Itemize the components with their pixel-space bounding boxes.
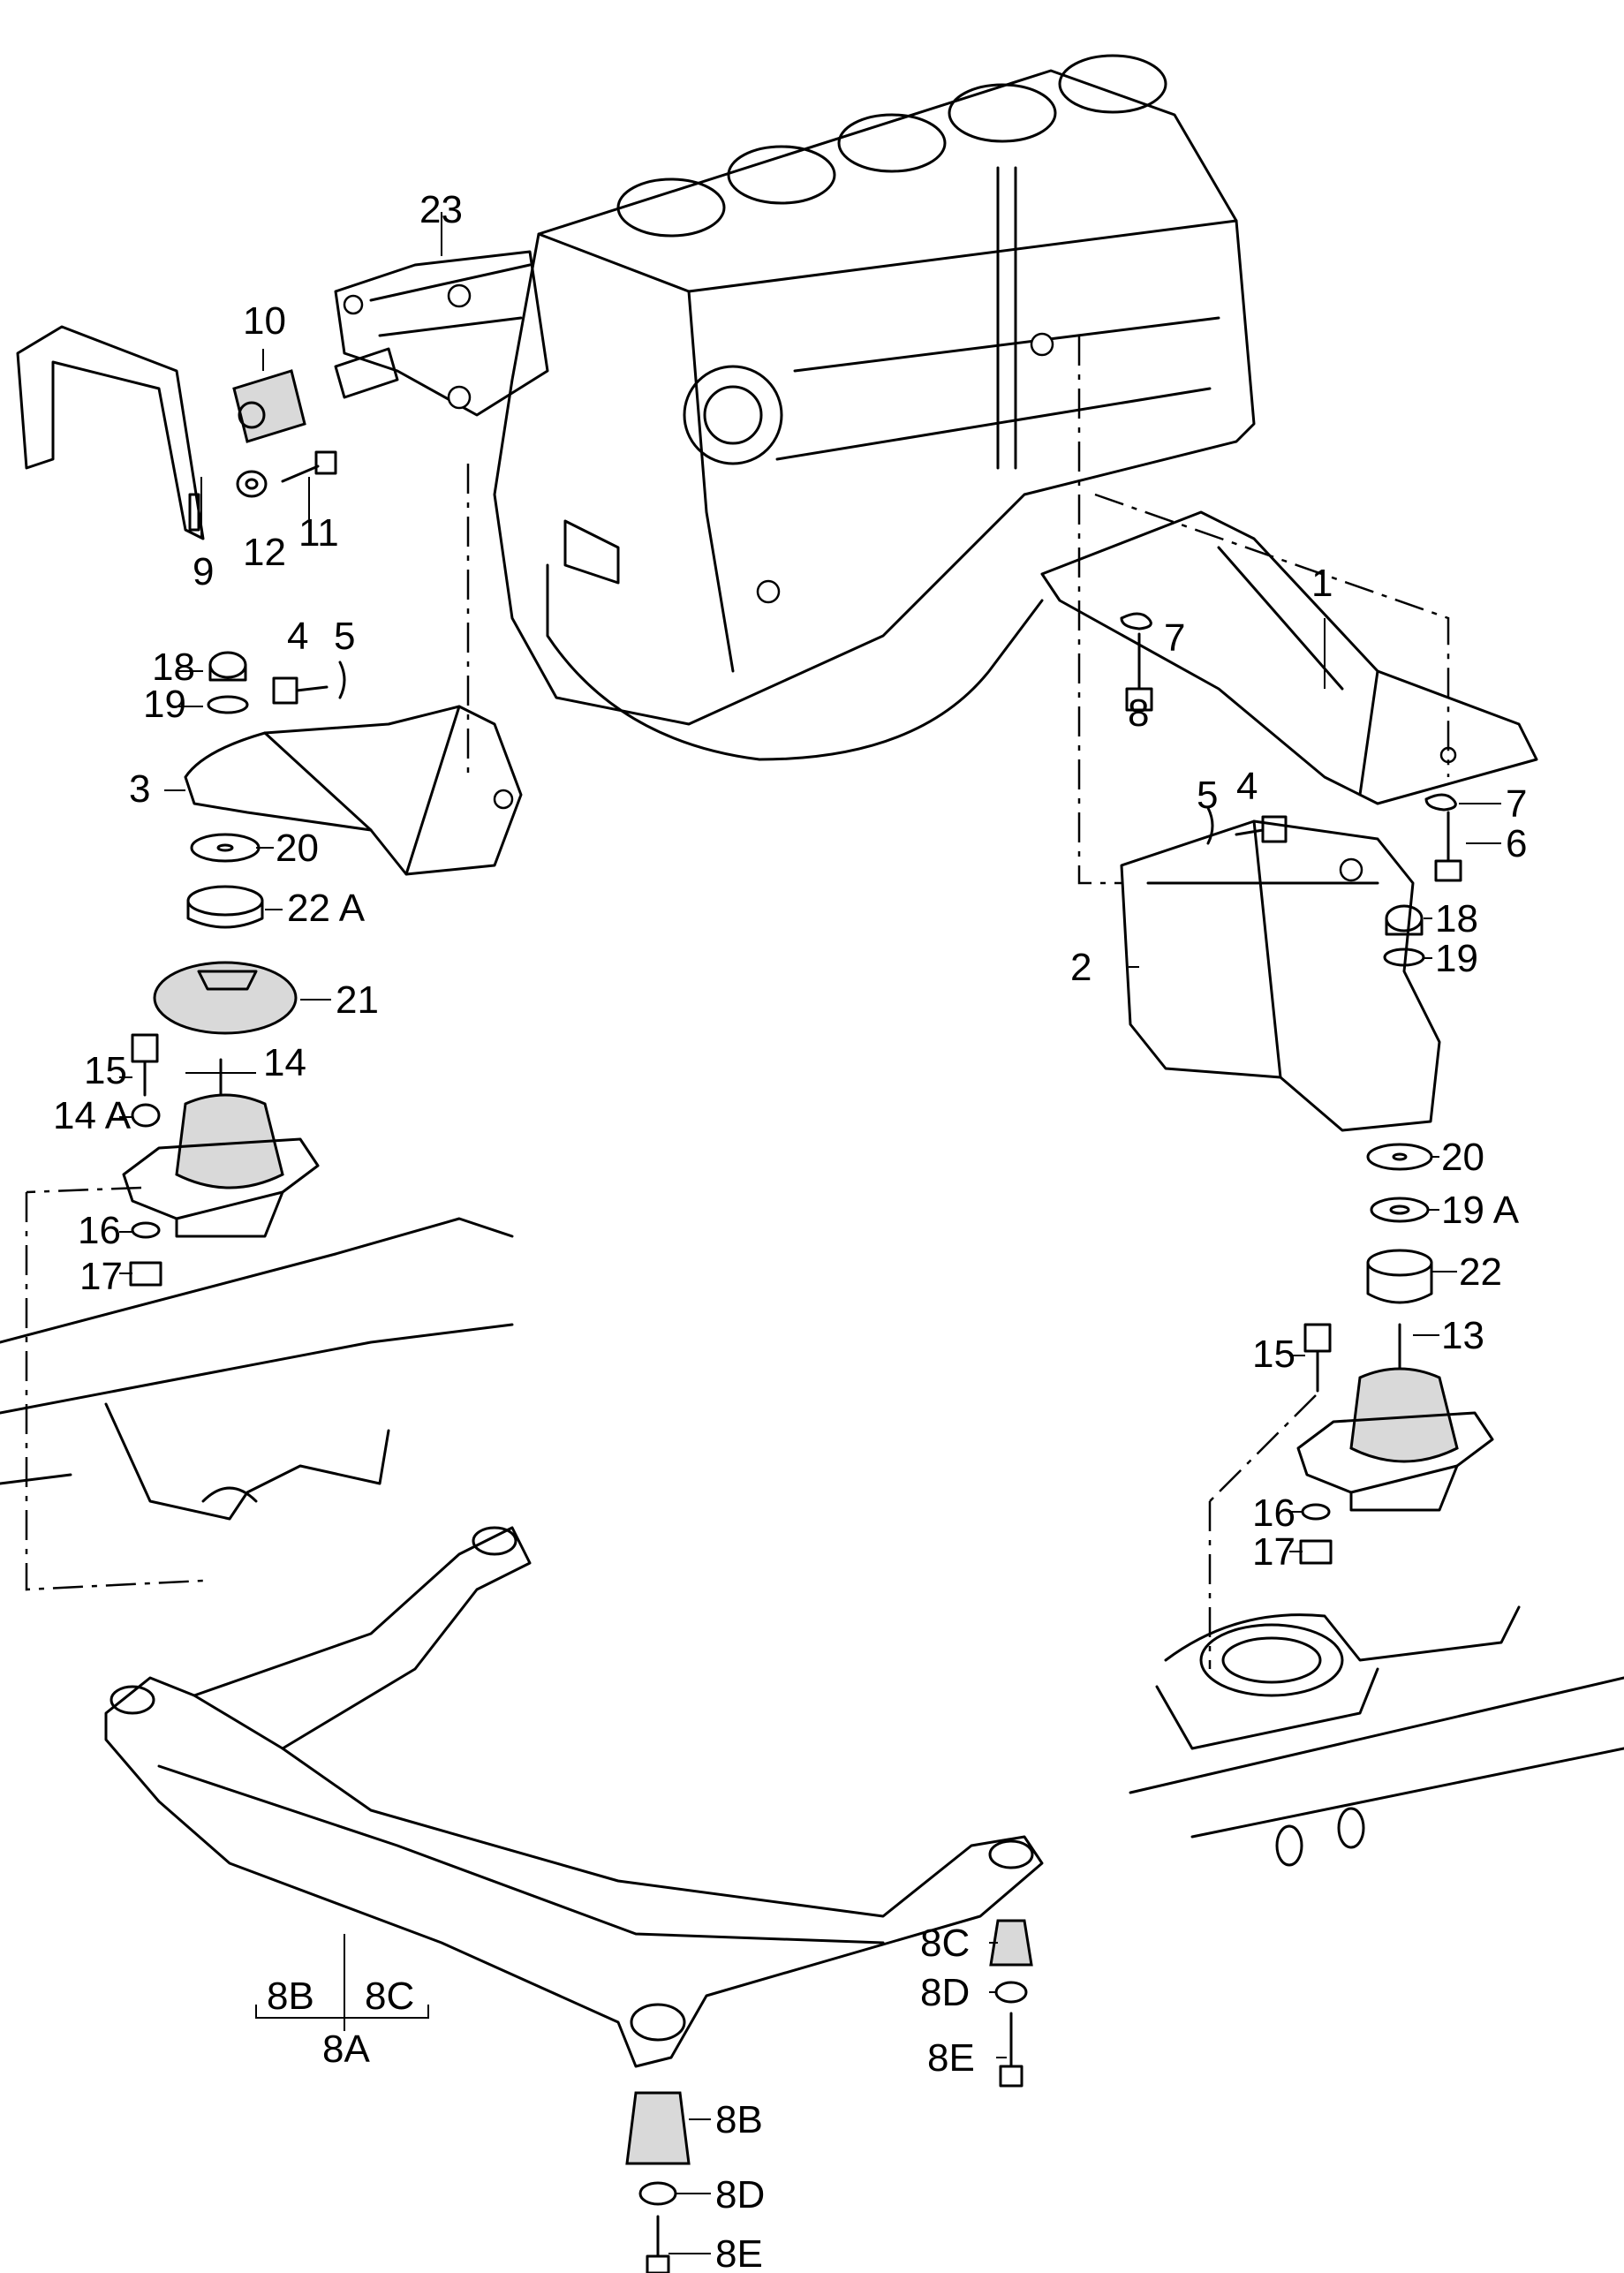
engine-bracket-23 — [334, 250, 549, 417]
bushing-10 — [232, 369, 306, 443]
callout-11: 11 — [298, 511, 339, 555]
bolt-15-right — [1303, 1323, 1332, 1393]
callout-8: 8 — [1128, 691, 1149, 735]
bolt-8 — [1125, 632, 1153, 712]
bump-stop-22a — [186, 885, 264, 929]
washer-8d-right — [994, 1981, 1028, 2004]
washer-12 — [236, 470, 268, 498]
washer-7-top — [1120, 612, 1152, 631]
engine-mount-14 — [122, 1058, 320, 1238]
callout-13: 13 — [1441, 1314, 1484, 1357]
callout-4b: 4 — [1236, 765, 1258, 808]
callout-20b: 20 — [1441, 1136, 1484, 1179]
callout-9: 9 — [193, 550, 214, 593]
callout-10: 10 — [243, 299, 286, 343]
callout-14a: 14 A — [53, 1094, 132, 1137]
callout-5b: 5 — [1197, 774, 1218, 817]
body-member-right — [1129, 1605, 1624, 1867]
callout-21: 21 — [336, 978, 379, 1022]
callout-8e-right: 8E — [927, 2036, 975, 2080]
callout-8a: 8A — [322, 2028, 370, 2071]
leader-lines — [164, 212, 1326, 2031]
washer-8d-bottom — [638, 2181, 677, 2206]
callout-23: 23 — [419, 188, 463, 231]
clip-5-right — [1206, 806, 1214, 845]
callout-7b: 7 — [1506, 782, 1527, 826]
washer-20-right — [1366, 1143, 1433, 1171]
callout-2: 2 — [1070, 946, 1091, 989]
bolt-8e-bottom — [646, 2215, 670, 2273]
callout-15b: 15 — [1252, 1333, 1295, 1376]
callout-14: 14 — [263, 1041, 306, 1084]
callout-8b-bracket: 8B — [267, 1975, 314, 2018]
callout-7a: 7 — [1164, 616, 1185, 660]
callout-22: 22 — [1459, 1250, 1502, 1294]
nut-14a — [131, 1103, 161, 1128]
callout-19b: 19 — [1435, 937, 1478, 980]
washer-16-right — [1301, 1503, 1331, 1521]
callout-3: 3 — [129, 767, 150, 811]
callout-17b: 17 — [1252, 1530, 1295, 1574]
engine-mount-13 — [1296, 1323, 1494, 1512]
engine-support-3 — [184, 705, 523, 876]
engine-support-2 — [1120, 819, 1441, 1132]
callout-15a: 15 — [84, 1049, 127, 1092]
callout-8d-bottom: 8D — [715, 2173, 765, 2216]
callout-8b: 8B — [715, 2098, 763, 2141]
bushing-8c-right — [989, 1919, 1033, 1967]
washer-19-left — [207, 695, 249, 714]
callout-18b: 18 — [1435, 897, 1478, 940]
callout-dashes — [119, 670, 1501, 2254]
bolt-11 — [281, 450, 337, 483]
callout-12: 12 — [243, 531, 286, 574]
callout-8c: 8C — [920, 1922, 970, 1965]
support-arm-1 — [1040, 510, 1538, 805]
callout-5a: 5 — [334, 615, 355, 658]
washer-16-left — [131, 1221, 161, 1239]
callout-8e-bottom: 8E — [715, 2232, 763, 2273]
bolt-4-left — [272, 676, 329, 705]
bolt-4-right — [1235, 815, 1288, 843]
callout-1: 1 — [1311, 562, 1333, 605]
alignment-lines — [25, 336, 1450, 1669]
engine-block — [493, 54, 1256, 761]
bump-stop-22 — [1366, 1249, 1433, 1304]
callout-16a: 16 — [78, 1209, 121, 1252]
callout-8c-bracket: 8C — [365, 1975, 414, 2018]
bolt-8e-right — [999, 2012, 1023, 2088]
nut-18-right — [1385, 904, 1424, 936]
callout-16b: 16 — [1252, 1491, 1295, 1535]
callout-19a: 19 — [143, 683, 186, 726]
callout-19-A: 19 A — [1441, 1189, 1520, 1232]
bolt-6 — [1434, 811, 1462, 882]
washer-19a — [1370, 1197, 1430, 1223]
clip-5-left — [338, 661, 346, 699]
washer-20-left — [190, 833, 261, 863]
nut-18-left — [208, 651, 247, 682]
callout-labels: 1 2 3 4 4 5 5 6 7 7 8 8A 8B 8C 8B 8C 8D … — [53, 188, 1527, 2273]
callout-4a: 4 — [287, 615, 308, 658]
callout-20a: 20 — [276, 827, 319, 870]
washer-7-right — [1424, 793, 1457, 812]
callout-18a: 18 — [152, 646, 195, 689]
heat-shield-9 — [16, 325, 205, 540]
callout-8d-right: 8D — [920, 1971, 970, 2014]
subframe-8a — [104, 1526, 1044, 2068]
callout-17a: 17 — [79, 1255, 123, 1298]
nut-17-right — [1299, 1539, 1333, 1565]
bushing-8b-bottom — [625, 2091, 691, 2165]
rubber-pad-21 — [153, 961, 298, 1035]
callout-6: 6 — [1506, 822, 1527, 865]
callout-22a: 22 A — [287, 887, 366, 930]
bolt-15-left — [131, 1033, 159, 1097]
nut-17-left — [129, 1261, 162, 1287]
body-member-left — [0, 1217, 514, 1521]
